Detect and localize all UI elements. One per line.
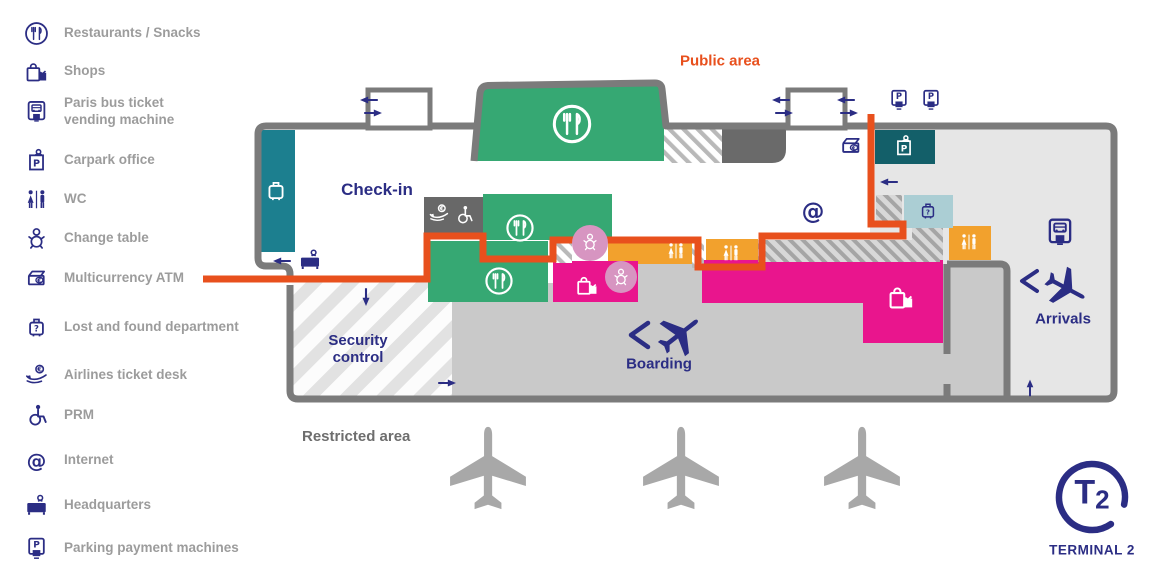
change-table-spot xyxy=(572,225,608,261)
arrivals-label: Arrivals xyxy=(1035,310,1091,328)
change-table-spot xyxy=(605,261,637,293)
bus-ticket-machine-icon xyxy=(20,98,52,126)
restaurant-area-top xyxy=(474,83,666,161)
terminal2-logo-ring xyxy=(1055,460,1129,534)
terminal2-caption: TERMINAL 2 xyxy=(1049,542,1135,558)
entrance-door-right xyxy=(785,87,848,131)
legend-label: Carpark office xyxy=(64,151,155,167)
legend-item-wc: WC xyxy=(20,185,87,213)
legend-label: WC xyxy=(64,190,87,206)
security-control-label: Security control xyxy=(328,331,388,366)
legend-item-airlines-ticket-desk: Airlines ticket desk xyxy=(20,361,187,389)
logo-two: 2 xyxy=(1095,484,1110,515)
boarding-swoosh xyxy=(628,320,651,350)
aircraft-icon xyxy=(450,426,526,510)
arrivals-corridor xyxy=(940,264,1007,399)
multicurrency-atm-icon xyxy=(20,264,52,292)
parking-payment-machines-icon xyxy=(20,534,52,562)
logo-t: T xyxy=(1074,473,1096,512)
terminal-walls xyxy=(254,79,1118,403)
prm-icon xyxy=(20,401,52,429)
legend-item-parking-payment: Parking payment machines xyxy=(20,534,239,562)
legend-item-change-table: Change table xyxy=(20,224,149,252)
legend-item-headquarters: Headquarters xyxy=(20,491,151,519)
public-area-label: Public area xyxy=(679,52,761,70)
legend-item-shops: Shops xyxy=(20,57,105,85)
restaurant-area-b xyxy=(428,241,548,302)
legend-item-bus-ticket-machine: Paris bus ticket vending machine xyxy=(20,95,204,129)
atm-route-line xyxy=(203,114,907,283)
internet-icon xyxy=(20,446,52,474)
shops-icon xyxy=(20,57,52,85)
legend-label: Change table xyxy=(64,229,149,245)
aircraft-icon xyxy=(824,426,900,510)
wc-icon xyxy=(667,242,684,260)
wc-icon xyxy=(722,244,739,262)
terminal2-logo: T 2 xyxy=(1074,476,1109,513)
legend-label: Restaurants / Snacks xyxy=(64,24,201,40)
legend-label: Headquarters xyxy=(64,496,152,512)
legend-item-internet: Internet xyxy=(20,446,114,474)
parking-payment-machines-icon xyxy=(923,89,939,110)
parking-payment-machines-icon xyxy=(891,89,907,110)
wc-icon xyxy=(960,233,977,251)
entrance-door-left xyxy=(365,87,433,131)
legend-label: Airlines ticket desk xyxy=(64,366,188,382)
legend-label: Multicurrency ATM xyxy=(64,269,185,285)
legend-item-prm: PRM xyxy=(20,401,94,429)
legend-item-carpark-office: Carpark office xyxy=(20,146,155,174)
wc-icon xyxy=(20,185,52,213)
airlines-ticket-desk-icon xyxy=(20,361,52,389)
wc-area-c xyxy=(949,226,991,260)
change-table-icon xyxy=(20,224,52,252)
legend-label: Paris bus ticket vending machine xyxy=(64,95,175,127)
services-box xyxy=(424,197,483,233)
security-control-zone xyxy=(292,282,452,401)
boarding-label: Boarding xyxy=(626,355,692,373)
arrivals-swoosh xyxy=(1020,269,1039,293)
carpark-office-icon xyxy=(20,146,52,174)
lost-and-found-icon xyxy=(20,313,52,341)
legend-item-restaurants: Restaurants / Snacks xyxy=(20,19,201,47)
legend-label: Internet xyxy=(64,451,114,467)
legend-item-lost-and-found: Lost and found department xyxy=(20,313,239,341)
legend-label: PRM xyxy=(64,406,94,422)
baggage-area xyxy=(258,130,295,252)
internet-icon xyxy=(801,198,825,225)
legend-label: Parking payment machines xyxy=(64,539,239,555)
headquarters-icon xyxy=(20,491,52,519)
check-in-label: Check-in xyxy=(341,180,413,200)
legend-label: Shops xyxy=(64,62,106,78)
legend-item-multicurrency-atm: Multicurrency ATM xyxy=(20,264,184,292)
aircraft-icon xyxy=(643,426,719,510)
restaurant-icon xyxy=(20,19,52,47)
legend-label: Lost and found department xyxy=(64,318,239,334)
restricted-area-label: Restricted area xyxy=(302,428,411,445)
